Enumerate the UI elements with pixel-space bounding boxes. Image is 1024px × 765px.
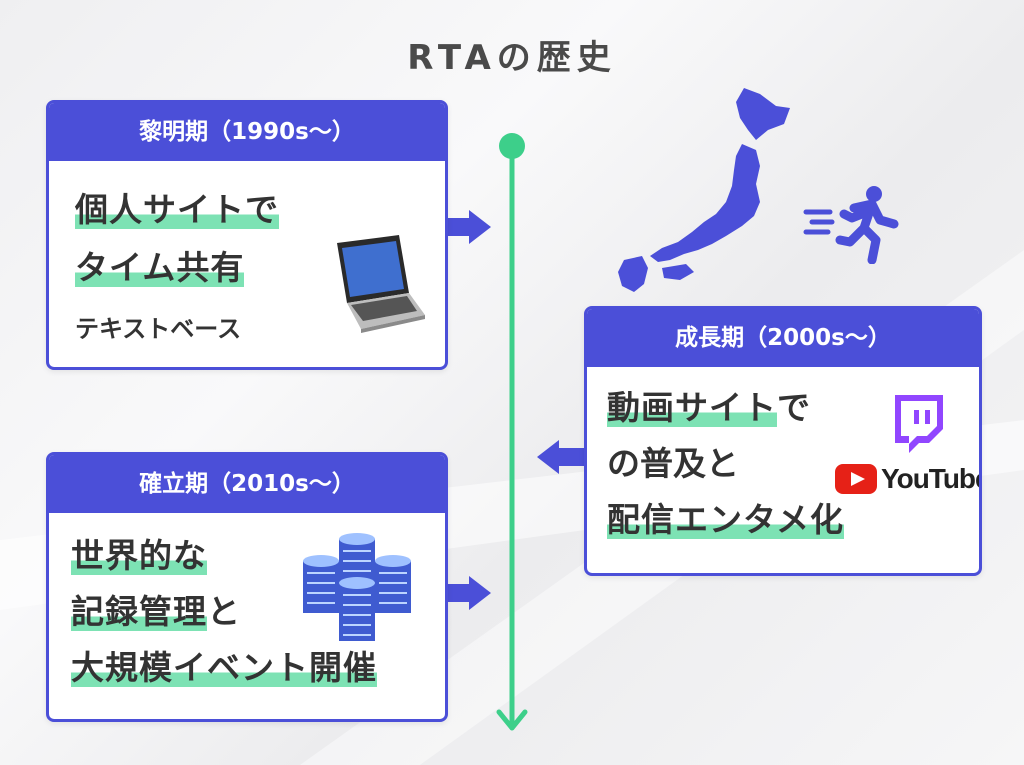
card-header: 成長期（2000s〜） — [587, 309, 979, 367]
youtube-play-icon — [835, 464, 877, 494]
runner-icon — [803, 186, 899, 264]
arrow-right-3 — [447, 576, 491, 610]
period-card-dawn: 黎明期（1990s〜） 個人サイトで タイム共有 テキストベース — [46, 100, 448, 370]
period-card-establishment: 確立期（2010s〜） 世界的な 記録管理と 大規模イベント開催 — [46, 452, 448, 722]
arrow-left-2 — [537, 440, 585, 474]
card-text-line: 大規模イベント開催 — [71, 648, 377, 687]
card-text-line: タイム共有 — [75, 248, 245, 287]
youtube-wordmark: YouTube — [881, 463, 982, 494]
card-text-line: 個人サイトで — [75, 190, 279, 229]
japan-map-icon — [618, 88, 790, 292]
page-title: RTAの歴史 — [407, 38, 617, 78]
server-cluster-icon — [303, 533, 411, 641]
card-subtext: テキストベース — [75, 315, 242, 343]
card-text-line: 世界的な — [71, 536, 207, 575]
twitch-icon — [895, 395, 943, 453]
youtube-logo: YouTube — [835, 463, 982, 495]
card-text-line: 記録管理 — [71, 592, 207, 631]
card-header: 確立期（2010s〜） — [49, 455, 445, 513]
card-text-line: で — [777, 388, 810, 427]
laptop-icon — [337, 235, 425, 333]
card-text-line: の普及と — [607, 444, 739, 483]
period-card-growth: 成長期（2000s〜） 動画サイトで の普及と 配信エンタメ化 YouTube — [584, 306, 982, 576]
card-text-line: と — [207, 592, 240, 631]
card-text-line: 動画サイト — [607, 388, 777, 427]
card-header: 黎明期（1990s〜） — [49, 103, 445, 161]
arrow-right-1 — [447, 210, 491, 244]
card-text-line: 配信エンタメ化 — [607, 500, 845, 539]
